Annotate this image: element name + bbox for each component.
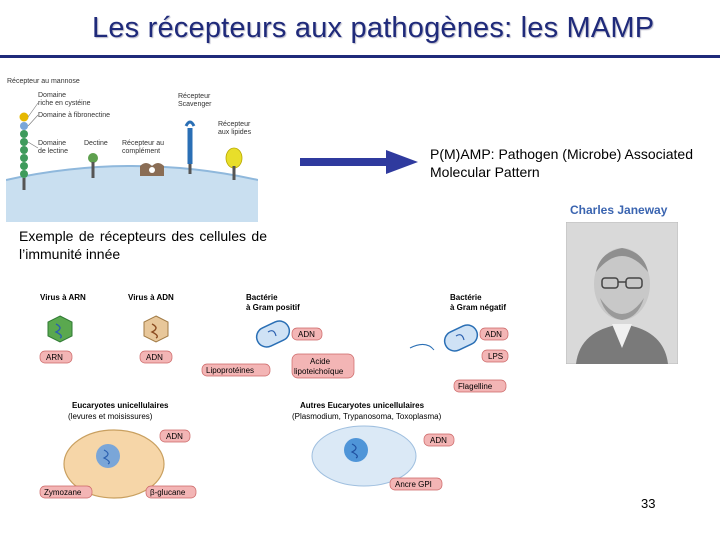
svg-text:Zymozane: Zymozane [44,488,82,497]
right-arrow-icon [300,150,418,174]
pattern-adn-gram-pos: ADN [291,327,323,341]
pattern-gpi: Ancre GPI [389,477,443,491]
label-complement-1: Récepteur au [122,140,164,147]
pattern-adn-gram-neg: ADN [479,327,509,341]
pamp-definition: P(M)AMP: Pathogen (Microbe) Associated M… [430,146,693,180]
svg-text:ADN: ADN [430,436,447,445]
label-gram-pos-1: Bactérie [246,293,278,302]
janeway-portrait [566,222,678,364]
pattern-flagellin: Flagelline [453,379,507,393]
pattern-zymosan: Zymozane [39,485,93,499]
label-lipid-2: aux lipides [218,129,252,136]
label-scavenger-2: Scavenger [178,101,212,108]
pattern-lipoproteins: Lipoprotéines [201,363,271,377]
label-scavenger-1: Récepteur [178,93,211,100]
figure-caption: Exemple de récepteurs des cellules de l’… [19,228,267,262]
pattern-glucan: β-glucane [145,485,197,499]
label-cys-1: Domaine [38,92,66,99]
fungal-cell-icon [63,429,165,499]
svg-text:ARN: ARN [46,353,63,362]
label-gram-pos-2: à Gram positif [246,303,300,312]
svg-text:Acide: Acide [310,357,331,366]
svg-text:Lipoprotéines: Lipoprotéines [206,366,254,375]
label-fungi-2: (levures et moisissures) [68,412,153,421]
label-gram-neg-2: à Gram négatif [450,303,506,312]
label-cys-2: riche en cystéine [38,100,91,107]
label-dectin: Dectine [84,140,108,147]
mannose-receptor-icon [19,112,29,190]
label-mannose: Récepteur au mannose [7,78,80,85]
scientist-name: Charles Janeway [570,203,668,217]
label-rna-virus: Virus à ARN [40,293,86,302]
svg-text:lipoteichoïque: lipoteichoïque [294,367,344,376]
svg-text:Ancre GPI: Ancre GPI [395,480,432,489]
dectin-icon [88,153,98,178]
cell-membrane [6,166,258,222]
gram-positive-bacterium-icon [255,320,291,348]
pattern-lta: Acide lipoteichoïque [291,353,355,379]
lipid-receptor-icon [225,147,243,180]
gram-negative-bacterium-icon [409,324,479,352]
label-fibronectin: Domaine à fibronectine [38,112,110,119]
label-protists-1: Autres Eucaryotes unicellulaires [300,401,425,410]
pattern-lps: LPS [481,349,509,363]
svg-text:Flagelline: Flagelline [458,382,493,391]
protist-cell-icon [311,425,417,487]
label-complement-2: complément [122,148,160,155]
pattern-adn-virus: ADN [139,350,173,364]
receptor-diagram: Récepteur au mannose Domaine riche en cy… [6,70,258,222]
svg-text:ADN: ADN [146,353,163,362]
pattern-adn-fungi: ADN [159,429,191,443]
title-underline [0,55,720,58]
svg-text:LPS: LPS [488,352,503,361]
label-fungi-1: Eucaryotes unicellulaires [72,401,169,410]
label-dna-virus: Virus à ADN [128,293,174,302]
pattern-adn-protist: ADN [423,433,455,447]
slide-title: Les récepteurs aux pathogènes: les MAMP [92,12,655,44]
svg-text:ADN: ADN [485,330,502,339]
complement-receptor-icon [140,163,164,176]
pathogen-diagram: Virus à ARN Virus à ADN Bactérie à Gram … [39,293,509,499]
label-lectin-2: de lectine [38,148,68,155]
label-lectin-1: Domaine [38,140,66,147]
page-number: 33 [641,496,656,511]
label-protists-2: (Plasmodium, Trypanosoma, Toxoplasma) [292,412,442,421]
svg-text:ADN: ADN [166,432,183,441]
label-lipid-1: Récepteur [218,121,251,128]
svg-text:ADN: ADN [298,330,315,339]
svg-text:β-glucane: β-glucane [150,488,186,497]
pattern-arn: ARN [39,350,73,364]
label-gram-neg-1: Bactérie [450,293,482,302]
scavenger-receptor-icon [184,120,196,174]
